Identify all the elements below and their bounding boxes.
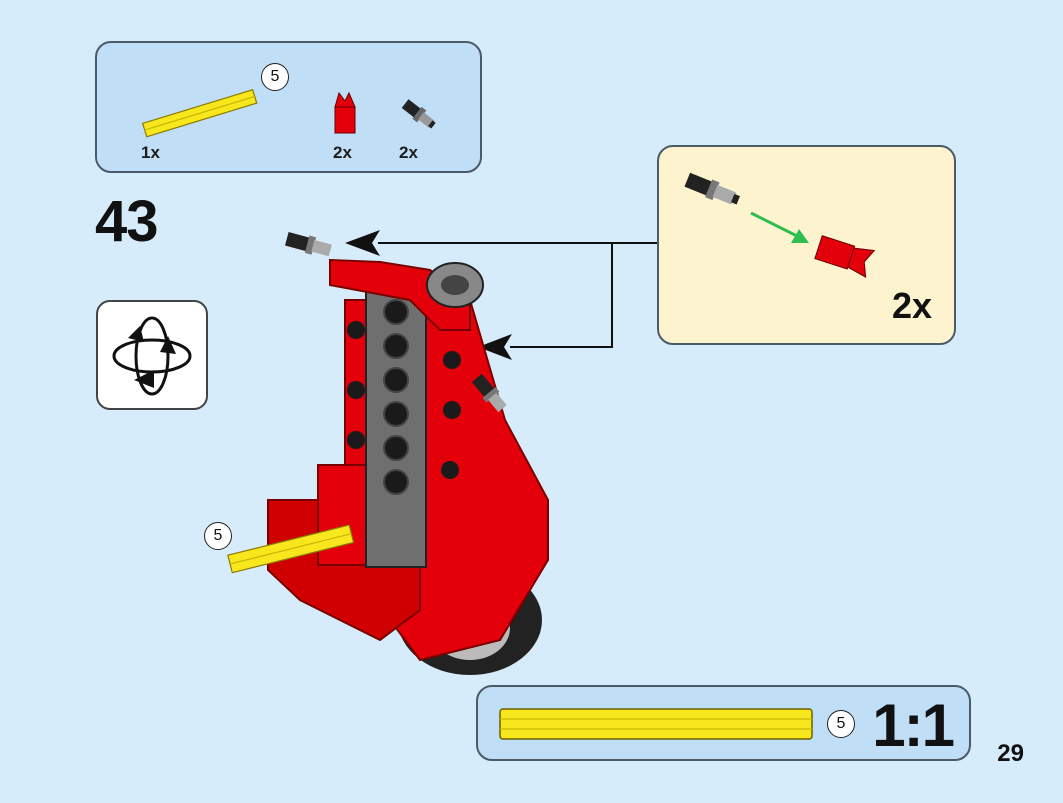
model-yellow-axle <box>227 524 355 574</box>
ruler-length-callout: 5 <box>827 710 855 738</box>
pin-quantity: 2x <box>399 143 418 162</box>
yellow-axle-part <box>141 88 258 138</box>
red-clip-part <box>334 91 356 134</box>
page-number: 29 <box>997 740 1024 767</box>
parts-list-box: 5 1x 2x 2x <box>95 41 482 173</box>
model-axle-callout: 5 <box>204 522 232 550</box>
rotate-model-icon <box>112 316 192 396</box>
arrow-left-icon <box>478 334 512 360</box>
submodel-quantity: 2x <box>891 285 932 326</box>
submodel-box: 2x <box>657 145 956 345</box>
rotate-model-box <box>96 300 208 410</box>
black-pin-part <box>401 99 436 129</box>
scale-ruler-box: 5 1:1 <box>476 685 971 761</box>
submodel-illustration <box>684 172 876 279</box>
submodel-clip <box>814 235 876 279</box>
step-number: 43 <box>95 189 159 254</box>
parts-illustrations <box>141 88 436 138</box>
axle-ruler <box>499 708 813 740</box>
clip-quantity: 2x <box>333 143 352 162</box>
green-arrow-icon <box>750 211 809 243</box>
model-pin-right <box>471 373 507 413</box>
arrow-left-icon <box>345 230 380 256</box>
axle-quantity: 1x <box>141 143 160 162</box>
scale-label: 1:1 <box>872 692 955 759</box>
axle-length-callout: 5 <box>261 63 289 91</box>
model-pin-top <box>285 232 332 257</box>
submodel-pin <box>684 172 740 205</box>
